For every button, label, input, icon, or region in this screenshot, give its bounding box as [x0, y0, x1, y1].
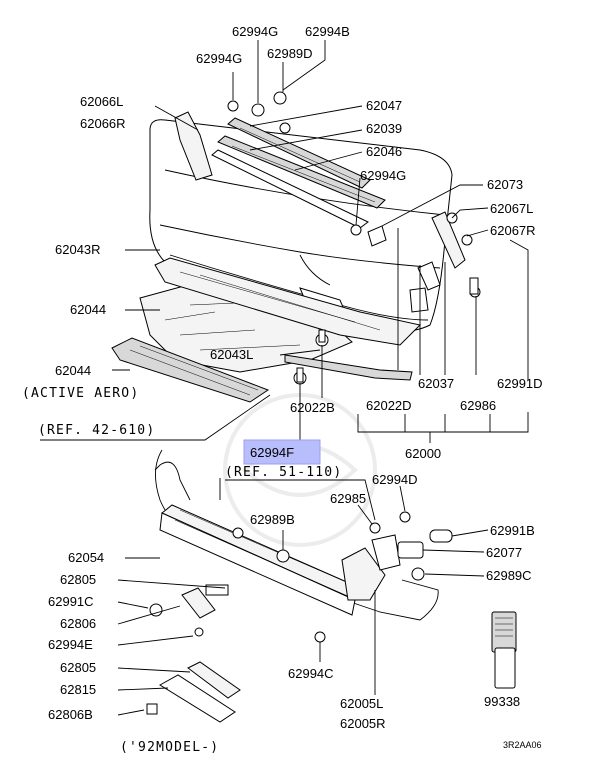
label-62989D[interactable]: 62989D	[267, 46, 313, 61]
highlight-box-62994F	[243, 439, 321, 465]
leader-lines	[40, 40, 529, 716]
license-plate-base	[159, 674, 236, 723]
label-62054[interactable]: 62054	[68, 550, 104, 565]
grille-strip-lower	[211, 149, 369, 229]
label-62991C[interactable]: 62991C	[48, 594, 94, 609]
label-62994G-3[interactable]: 62994G	[360, 168, 406, 183]
part-labels[interactable]: 62994G 62994B 62994G 62989D 62066L 62066…	[22, 24, 543, 755]
label-62077[interactable]: 62077	[486, 545, 522, 560]
label-62986[interactable]: 62986	[460, 398, 496, 413]
label-62815[interactable]: 62815	[60, 682, 96, 697]
label-62994C[interactable]: 62994C	[288, 666, 334, 681]
lower-bracket	[341, 547, 386, 601]
label-62989C[interactable]: 62989C	[486, 568, 532, 583]
label-62991D[interactable]: 62991D	[497, 376, 543, 391]
label-62022D[interactable]: 62022D	[366, 398, 412, 413]
label-62066L[interactable]: 62066L	[80, 94, 123, 109]
label-62073[interactable]: 62073	[487, 177, 523, 192]
label-62994F[interactable]: 62994F	[250, 445, 294, 460]
label-62044[interactable]: 62044	[70, 302, 106, 317]
label-62994G-2[interactable]: 62994G	[196, 51, 242, 66]
active-aero-plate	[111, 337, 270, 403]
label-62005R[interactable]: 62005R	[340, 716, 386, 731]
note-92-model: ('92MODEL-)	[120, 740, 219, 755]
label-62000[interactable]: 62000	[405, 446, 441, 461]
lower-fasteners	[146, 511, 453, 715]
right-bracket	[431, 211, 466, 269]
label-62047[interactable]: 62047	[366, 98, 402, 113]
label-62991B[interactable]: 62991B	[490, 523, 535, 538]
lower-lip	[284, 354, 413, 381]
label-62046[interactable]: 62046	[366, 144, 402, 159]
side-bracket	[174, 111, 213, 181]
label-62805[interactable]: 62805	[60, 572, 96, 587]
label-62994D[interactable]: 62994D	[372, 472, 418, 487]
label-62067R[interactable]: 62067R	[490, 223, 536, 238]
label-62985[interactable]: 62985	[330, 491, 366, 506]
label-62043L[interactable]: 62043L	[210, 347, 253, 362]
label-62806B[interactable]: 62806B	[48, 707, 93, 722]
label-99338[interactable]: 99338	[484, 694, 520, 709]
label-62044-active-aero[interactable]: 62044	[55, 363, 91, 378]
label-62043R[interactable]: 62043R	[55, 242, 101, 257]
note-ref-42-610: (REF. 42-610)	[38, 423, 155, 438]
label-62005L[interactable]: 62005L	[340, 696, 383, 711]
label-62994E[interactable]: 62994E	[48, 637, 93, 652]
label-62806[interactable]: 62806	[60, 616, 96, 631]
label-62039[interactable]: 62039	[366, 121, 402, 136]
note-active-aero: (ACTIVE AERO)	[22, 386, 139, 401]
label-62989B[interactable]: 62989B	[250, 512, 295, 527]
diagram-code: 3R2AA06	[503, 740, 542, 750]
label-62067L[interactable]: 62067L	[490, 201, 533, 216]
touch-up-paint-tube	[491, 611, 517, 689]
note-ref-51-110: (REF. 51-110)	[225, 465, 342, 480]
label-62805-b[interactable]: 62805	[60, 660, 96, 675]
grille-strip-middle	[217, 135, 386, 209]
label-62037[interactable]: 62037	[418, 376, 454, 391]
label-62066R[interactable]: 62066R	[80, 116, 126, 131]
label-62994G-top[interactable]: 62994G	[232, 24, 278, 39]
label-62994B[interactable]: 62994B	[305, 24, 350, 39]
label-62022B[interactable]: 62022B	[290, 400, 335, 415]
license-plate-bracket	[181, 587, 216, 619]
